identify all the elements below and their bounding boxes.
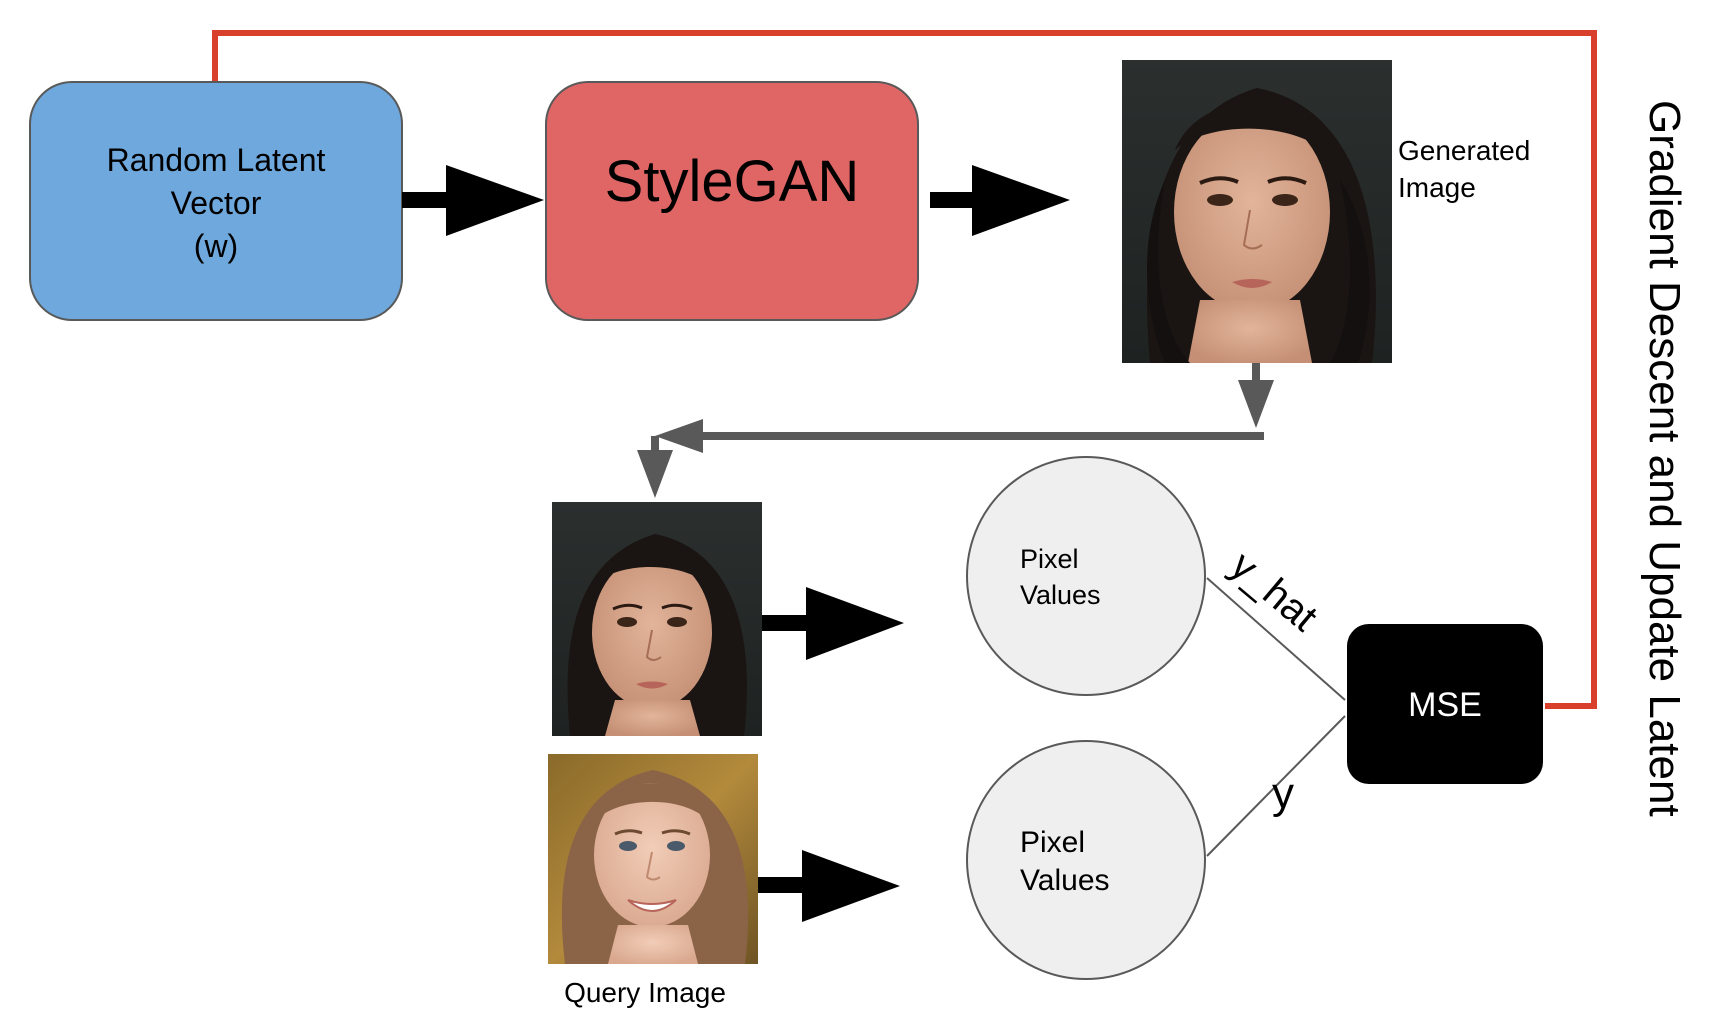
latent-label-line2: Vector xyxy=(171,185,262,221)
feedback-line xyxy=(212,30,1597,709)
latent-label-line1: Random Latent xyxy=(107,142,326,178)
arrow-generated-to-copy xyxy=(637,363,1274,498)
arrow-generated-to-pixel xyxy=(762,587,904,660)
pixel-bottom-line1: Pixel xyxy=(1020,826,1085,859)
latent-vector-node: Random Latent Vector (w) xyxy=(29,81,403,321)
stylegan-label: StyleGAN xyxy=(605,149,860,214)
pixel-bottom-line2: Values xyxy=(1020,864,1110,897)
query-image xyxy=(548,754,758,964)
mse-node: MSE xyxy=(1347,624,1543,784)
query-image-label: Query Image xyxy=(564,977,726,1008)
y-hat-label: y_hat xyxy=(1222,543,1325,640)
arrow-query-to-pixel xyxy=(758,850,900,922)
pixel-top-line1: Pixel xyxy=(1020,544,1079,574)
pixel-top-line2: Values xyxy=(1020,580,1101,610)
generated-image-copy xyxy=(552,502,762,736)
arrow-latent-to-stylegan xyxy=(402,165,544,236)
generated-label-line1: Generated xyxy=(1398,135,1530,166)
mse-label: MSE xyxy=(1408,686,1482,724)
pixel-values-bottom-node: Pixel Values xyxy=(966,740,1206,980)
edge-yhat xyxy=(1206,577,1346,701)
latent-label-line3: (w) xyxy=(194,228,238,264)
feedback-label: Gradient Descent and Update Latent xyxy=(1640,100,1689,817)
generated-label-line2: Image xyxy=(1398,172,1476,203)
y-label: y xyxy=(1272,769,1294,818)
pixel-values-top-node: Pixel Values xyxy=(966,456,1206,696)
generated-image xyxy=(1122,60,1392,363)
arrow-stylegan-to-generated xyxy=(930,165,1070,236)
stylegan-node: StyleGAN xyxy=(545,81,919,321)
edge-y xyxy=(1206,715,1346,857)
